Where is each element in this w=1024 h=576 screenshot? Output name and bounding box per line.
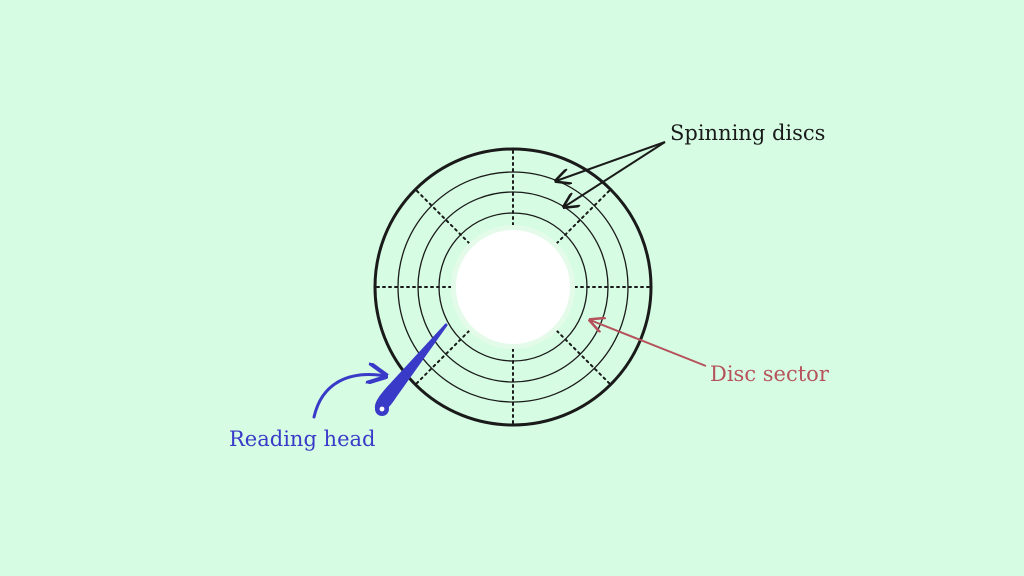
reading-head-label: Reading head bbox=[229, 427, 375, 451]
spinning-discs-arrow-2 bbox=[564, 141, 666, 207]
spinning-discs-label: Spinning discs bbox=[670, 121, 825, 145]
disc-sector-label: Disc sector bbox=[710, 362, 830, 386]
outer-disc bbox=[373, 147, 653, 427]
spinning-discs-arrow-1 bbox=[556, 141, 666, 181]
spindle-hole bbox=[456, 230, 570, 344]
reading-head-icon bbox=[374, 323, 448, 416]
reading-head-arrow bbox=[312, 375, 386, 419]
disc-sector-arrow bbox=[590, 320, 707, 367]
